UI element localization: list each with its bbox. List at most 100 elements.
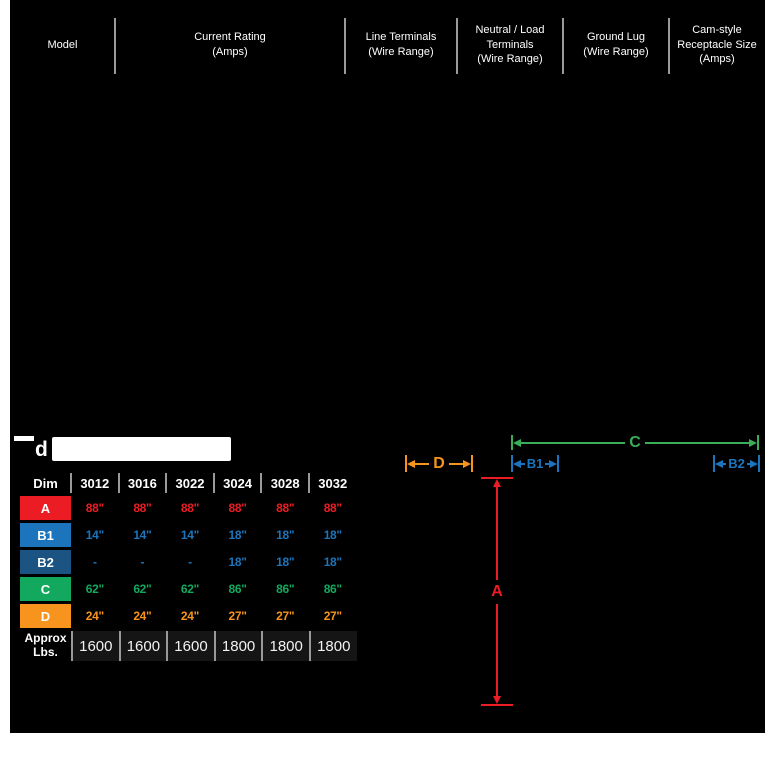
dim-line — [746, 462, 750, 465]
dim-header-cell: 3022 — [166, 470, 215, 496]
dim-line — [415, 462, 430, 465]
weight-value: 1600 — [166, 631, 214, 661]
dim-value: 18" — [276, 528, 295, 542]
dim-value: 24" — [180, 609, 200, 623]
dim-value: 27" — [228, 609, 247, 623]
dim-line — [496, 487, 498, 580]
arrow-down-icon — [493, 696, 501, 704]
dim-annotation-A: A — [481, 477, 513, 706]
dim-table-header-row: Dim 3012 3016 3022 3024 3028 3032 — [20, 470, 357, 496]
model-number: 3012 — [80, 475, 110, 491]
dim-line — [521, 462, 525, 465]
column-divider — [165, 473, 168, 493]
dim-header-cell: 3012 — [71, 470, 120, 496]
dim-line — [521, 441, 626, 444]
dim-value: 62" — [85, 582, 104, 596]
model-number: 3028 — [270, 475, 300, 491]
dim-value: 88" — [180, 501, 200, 515]
dim-tick — [481, 704, 513, 706]
spec-col-label: Current Rating (Amps) — [194, 31, 266, 58]
arrow-right-icon — [463, 459, 471, 468]
dim-value: 88" — [85, 501, 104, 515]
spec-col-cam-style-receptacle: Cam-style Receptacle Size (Amps) — [669, 0, 765, 90]
row-label-swatch: C — [20, 577, 71, 601]
dim-label-D: D — [433, 454, 445, 472]
dim-tick — [757, 435, 759, 450]
dim-line — [723, 462, 727, 465]
column-divider — [212, 473, 215, 493]
dim-value: 88" — [133, 501, 152, 515]
dimensions-table: Dim 3012 3016 3022 3024 3028 3032 A 88" … — [20, 470, 357, 661]
table-row-D: D 24" 24" 24" 27" 27" 27" — [20, 604, 357, 628]
dim-label-B1: B1 — [526, 456, 544, 471]
content-canvas: Model Current Rating (Amps) Line Termina… — [10, 0, 765, 733]
table-row-A: A 88" 88" 88" 88" 88" 88" — [20, 496, 357, 520]
model-number: 3022 — [175, 475, 205, 491]
arrow-left-icon — [715, 459, 723, 468]
dim-tick — [557, 455, 559, 472]
dim-value: 14" — [133, 528, 152, 542]
weight-value: 1600 — [118, 631, 167, 661]
redaction-box — [52, 437, 231, 461]
spec-col-label: Cam-style Receptacle Size (Amps) — [677, 24, 757, 66]
dim-value: 18" — [323, 555, 342, 569]
dim-tick — [405, 455, 407, 472]
redacted-title-dash — [14, 436, 34, 441]
column-divider — [307, 473, 310, 493]
dim-header-cell: 3032 — [309, 470, 357, 496]
arrow-right-icon — [549, 459, 557, 468]
row-label-swatch: B2 — [20, 550, 71, 574]
approx-lbs-label: Approx Lbs. — [24, 631, 67, 659]
column-divider — [562, 18, 564, 74]
dim-annotation-D: D — [405, 455, 473, 472]
spec-col-label: Neutral / Load Terminals (Wire Range) — [475, 24, 545, 66]
model-number: 3016 — [127, 475, 157, 491]
weight-value: 1800 — [308, 631, 357, 661]
dim-tick — [511, 435, 513, 450]
arrow-up-icon — [493, 479, 501, 487]
column-divider — [260, 473, 263, 493]
spec-col-model: Model — [10, 0, 116, 90]
dim-value: 88" — [276, 501, 295, 515]
dim-tick — [481, 477, 513, 479]
dim-value: 86" — [276, 582, 295, 596]
dim-value: 18" — [276, 555, 295, 569]
arrow-left-icon — [513, 459, 521, 468]
dim-value: - — [92, 555, 97, 569]
row-label-swatch: D — [20, 604, 71, 628]
dim-value: - — [188, 555, 192, 569]
column-divider — [344, 18, 346, 74]
column-divider — [114, 18, 116, 74]
spec-col-current-rating: Current Rating (Amps) — [115, 0, 346, 90]
dim-value: 24" — [133, 609, 152, 623]
arrow-left-icon — [513, 438, 521, 447]
dim-tick — [758, 455, 760, 472]
dim-value: 14" — [85, 528, 104, 542]
column-divider — [456, 18, 458, 74]
column-divider — [668, 18, 670, 74]
dim-label-C: C — [629, 433, 641, 451]
dim-header-label: Dim — [33, 475, 58, 491]
dim-value: 62" — [133, 582, 152, 596]
spec-col-label: Model — [47, 38, 78, 51]
dim-tick — [713, 455, 715, 472]
weight-value: 1800 — [213, 631, 262, 661]
spec-col-ground-lug: Ground Lug (Wire Range) — [563, 0, 670, 90]
dim-value: 14" — [180, 528, 200, 542]
table-row-C: C 62" 62" 62" 86" 86" 86" — [20, 577, 357, 601]
dim-annotation-C: C — [511, 433, 759, 451]
dim-value: 86" — [323, 582, 342, 596]
dim-value: 62" — [180, 582, 200, 596]
table-row-approx-lbs: Approx Lbs. 1600 1600 1600 1800 1800 180… — [20, 631, 357, 661]
dim-annotation-B1: B1 — [511, 455, 559, 472]
arrow-left-icon — [407, 459, 415, 468]
column-divider — [70, 473, 72, 493]
dim-header-cell: 3016 — [119, 470, 168, 496]
dim-line — [545, 462, 549, 465]
dim-tick — [471, 455, 473, 472]
dim-line — [448, 462, 463, 465]
dim-annotation-B2: B2 — [713, 455, 760, 472]
dim-header-cell: 3028 — [261, 470, 310, 496]
model-number: 3032 — [318, 475, 348, 491]
dim-line — [644, 441, 749, 444]
